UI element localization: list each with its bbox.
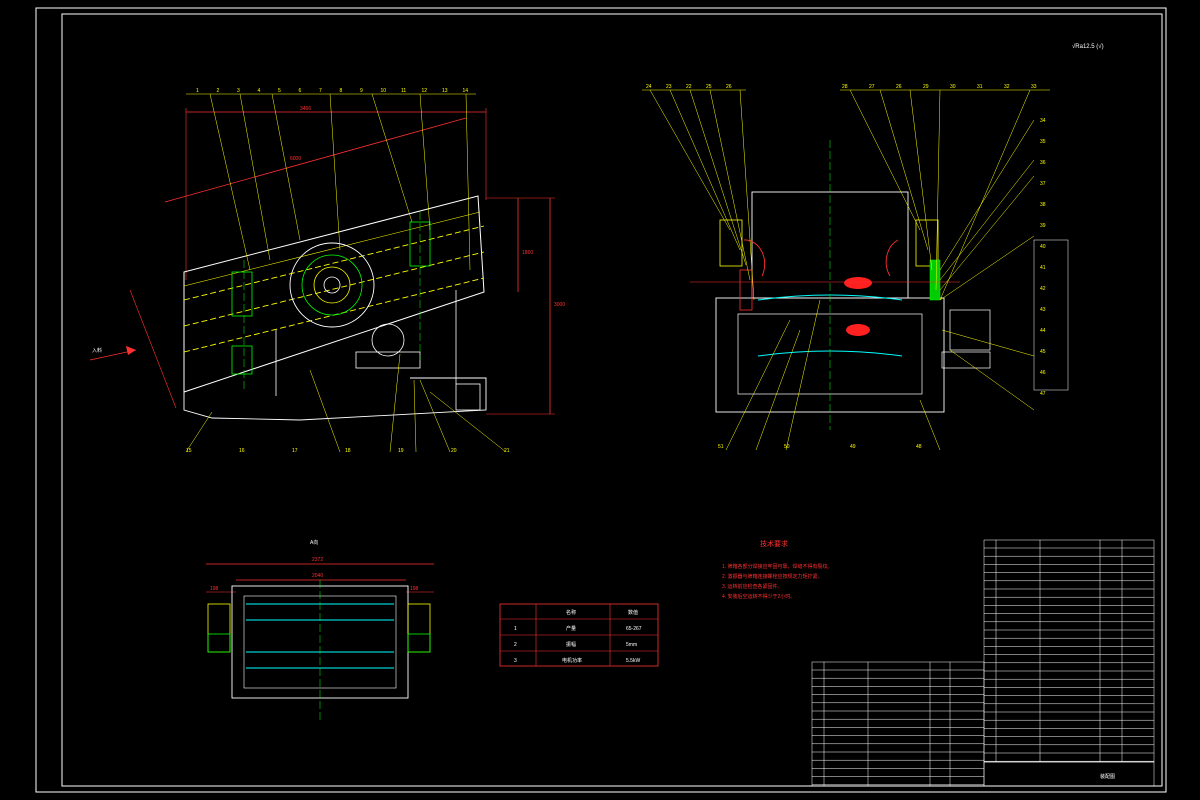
param-row2-num: 2 (514, 642, 517, 648)
callout-right-tl-24: 24 (646, 84, 652, 90)
callout-right-tl-23: 23 (666, 84, 672, 90)
callout-left-top-11: 11 (401, 88, 406, 94)
dim-right1-label: 1860 (522, 250, 533, 256)
bom-table (811, 539, 1155, 787)
callout-right-side-43: 43 (1040, 307, 1046, 313)
callout-left-top-3: 3 (237, 88, 240, 94)
callout-right-tl-26: 26 (726, 84, 732, 90)
callout-left-top-9: 9 (360, 88, 363, 94)
feed-label: 入料 (92, 347, 102, 354)
callout-right-tl-25: 25 (706, 84, 712, 90)
a-dim4: 198 (410, 586, 419, 592)
side-view: 3466 6000 1860 3000 (89, 93, 565, 453)
callout-left-bottom-16: 16 (239, 448, 245, 454)
callout-right-tr-32: 32 (1004, 84, 1010, 90)
a-dim3: 198 (210, 586, 219, 592)
param-row1-name: 产量 (566, 625, 576, 632)
callout-left-top-2: 2 (217, 88, 220, 94)
tech-requirements: 技术要求 1. 筛箱各部分焊接应牢固可靠，焊缝不得有裂纹。 2. 激振器与筛箱连… (722, 539, 833, 600)
inner-border (61, 13, 1163, 787)
param-row3-num: 3 (514, 658, 517, 664)
callout-right-side-42: 42 (1040, 286, 1046, 292)
callout-right-bottom-48: 48 (916, 444, 922, 450)
callout-right-tr-29: 29 (923, 84, 929, 90)
callout-left-bottom-18: 18 (345, 448, 351, 454)
param-table: 名称 数值 1 产量 65-267 2 振幅 5mm 3 电机功率 5.5kW (499, 603, 659, 667)
callout-left-top-8: 8 (340, 88, 343, 94)
callout-left-top-13: 13 (442, 88, 448, 94)
a-view-title: A向 (310, 539, 318, 546)
callout-right-bottom-50: 50 (784, 444, 790, 450)
callout-right-side-38: 38 (1040, 202, 1046, 208)
callout-left-top-5: 5 (278, 88, 281, 94)
a-dim1: 2372 (312, 557, 323, 563)
tech-req-line-4: 4. 安装后空运转不得少于2小时。 (722, 593, 795, 600)
param-row1-num: 1 (514, 626, 517, 632)
callout-right-side-34: 34 (1040, 118, 1046, 124)
callout-left-bottom-19: 19 (398, 448, 404, 454)
param-header-value: 数值 (628, 609, 638, 616)
param-header-name: 名称 (566, 609, 576, 616)
callout-left-top-10: 10 (381, 88, 387, 94)
tech-req-line-3: 3. 运转前应检查各紧固件。 (722, 583, 783, 590)
tech-req-line-1: 1. 筛箱各部分焊接应牢固可靠，焊缝不得有裂纹。 (722, 563, 833, 570)
callout-right-side-47: 47 (1040, 391, 1046, 397)
callout-right-side-45: 45 (1040, 349, 1046, 355)
callout-right-side-39: 39 (1040, 223, 1046, 229)
callout-right-tr-30: 30 (950, 84, 956, 90)
tech-req-title: 技术要求 (760, 539, 788, 548)
dim-top-label: 3466 (300, 106, 311, 112)
callout-right-tr-26: 26 (896, 84, 902, 90)
param-row3-val: 5.5kW (626, 658, 640, 664)
callout-right-side-41: 41 (1040, 265, 1046, 271)
callout-right-side-44: 44 (1040, 328, 1046, 334)
callout-left-top-7: 7 (319, 88, 322, 94)
callout-left-top-12: 12 (422, 88, 428, 94)
callout-right-tr-31: 31 (977, 84, 983, 90)
param-row3-name: 电机功率 (562, 657, 582, 664)
callout-left-top-1: 1 (196, 88, 199, 94)
callout-left-top-14: 14 (463, 88, 469, 94)
callout-left-bottom-21: 21 (504, 448, 510, 454)
tech-req-line-2: 2. 激振器与筛箱连接螺栓应按规定力矩拧紧。 (722, 573, 823, 580)
end-view (642, 89, 1069, 451)
callout-right-side-37: 37 (1040, 181, 1046, 187)
dim-diag-label: 6000 (290, 156, 301, 162)
callout-right-tr-28: 28 (842, 84, 848, 90)
outer-border (35, 7, 1167, 793)
roughness-symbol: √Ra12.5 (√) (1072, 43, 1104, 50)
callout-right-side-36: 36 (1040, 160, 1046, 166)
callout-left-bottom-20: 20 (451, 448, 457, 454)
callout-right-side-35: 35 (1040, 139, 1046, 145)
title-block-label: 装配图 (1100, 773, 1115, 780)
param-row2-val: 5mm (626, 642, 637, 648)
a-dim2: 2040 (312, 573, 323, 579)
param-row2-name: 振幅 (566, 641, 576, 648)
callout-right-side-40: 40 (1040, 244, 1046, 250)
callout-right-bottom-51: 51 (718, 444, 724, 450)
callout-left-bottom-15: 15 (186, 448, 192, 454)
dim-right2-label: 3000 (554, 302, 565, 308)
callout-left-bottom-17: 17 (292, 448, 298, 454)
callout-right-bottom-49: 49 (850, 444, 856, 450)
callout-right-tr-33: 33 (1031, 84, 1037, 90)
callout-right-side-46: 46 (1040, 370, 1046, 376)
param-row1-val: 65-267 (626, 626, 642, 632)
callout-left-top-4: 4 (258, 88, 261, 94)
callout-right-tl-22: 22 (686, 84, 692, 90)
callout-right-tr-27: 27 (869, 84, 875, 90)
a-view: A向 2372 2040 198 198 (206, 539, 434, 720)
callout-left-top-6: 6 (299, 88, 302, 94)
